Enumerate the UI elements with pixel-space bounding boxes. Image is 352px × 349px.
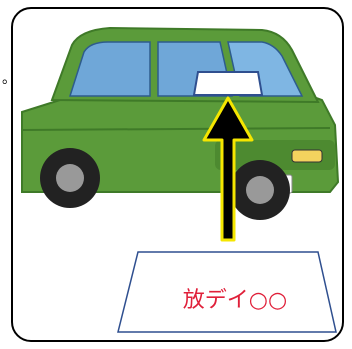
sign-text: 放デイ○○ — [182, 288, 288, 313]
windshield-plate — [192, 71, 264, 96]
sign-board — [117, 251, 337, 333]
car-illustration — [21, 26, 340, 220]
up-arrow-icon — [202, 96, 254, 242]
